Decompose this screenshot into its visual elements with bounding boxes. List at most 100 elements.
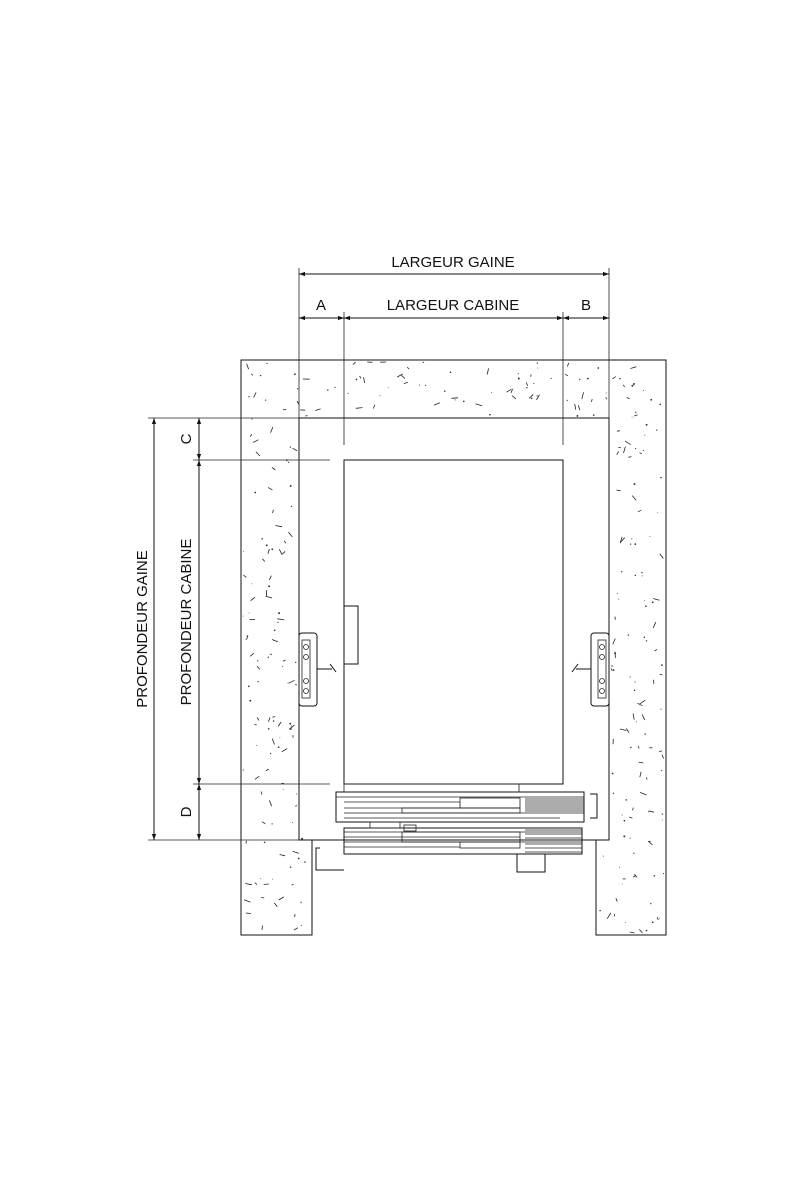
door-hatch: [525, 829, 582, 853]
concrete-speck: [277, 621, 279, 624]
concrete-speck: [245, 912, 252, 914]
concrete-speck: [379, 395, 381, 397]
concrete-speck: [645, 605, 647, 608]
concrete-speck: [564, 373, 569, 377]
concrete-speck: [637, 745, 640, 749]
concrete-speck: [334, 386, 336, 388]
concrete-speck: [242, 615, 244, 617]
rail-profile-left: [301, 639, 311, 699]
concrete-speck: [267, 727, 270, 730]
concrete-speck: [291, 884, 294, 886]
concrete-speck: [612, 669, 615, 671]
concrete-speck: [288, 679, 295, 684]
cabin-sill: [343, 783, 520, 793]
concrete-speck: [289, 866, 292, 868]
concrete-speck: [454, 399, 456, 401]
concrete-speck: [363, 377, 366, 384]
concrete-speck: [528, 394, 534, 399]
concrete-speck: [272, 509, 274, 514]
label-a: A: [316, 297, 326, 314]
concrete-speck: [525, 382, 529, 387]
concrete-speck: [263, 841, 266, 844]
concrete-speck: [352, 361, 356, 365]
concrete-speck: [631, 495, 637, 501]
rail-bolt-icon: [303, 644, 309, 650]
concrete-speck: [291, 725, 292, 727]
concrete-speck: [290, 728, 292, 730]
concrete-speck: [619, 377, 621, 380]
concrete-speck: [304, 861, 306, 863]
concrete-speck: [629, 676, 631, 678]
rail-bolt-icon: [303, 654, 309, 660]
concrete-speck: [626, 397, 630, 400]
concrete-speck: [645, 640, 648, 642]
concrete-speck: [278, 896, 285, 901]
cabin-outline: [343, 459, 564, 785]
concrete-speck: [659, 553, 664, 559]
concrete-speck: [637, 702, 643, 707]
concrete-speck: [615, 898, 618, 902]
concrete-speck: [249, 699, 252, 702]
concrete-speck: [632, 807, 634, 811]
concrete-speck: [602, 855, 604, 857]
concrete-speck: [359, 375, 362, 379]
concrete-speck: [289, 446, 292, 448]
concrete-speck: [517, 377, 520, 380]
concrete-speck: [246, 635, 249, 638]
concrete-speck: [643, 636, 646, 639]
concrete-speck: [629, 837, 631, 839]
concrete-speck: [271, 466, 276, 471]
concrete-speck: [511, 395, 517, 400]
concrete-speck: [627, 634, 630, 636]
concrete-speck: [282, 659, 286, 662]
concrete-speck: [660, 476, 662, 479]
door-stop: [590, 793, 598, 819]
concrete-speck: [639, 452, 642, 455]
concrete-speck: [624, 440, 631, 445]
concrete-speck: [654, 649, 658, 652]
label-cabin-width: LARGEUR CABINE: [387, 297, 520, 314]
concrete-speck: [661, 754, 664, 759]
concrete-speck: [267, 548, 270, 554]
guide-rail-left: [298, 632, 337, 707]
concrete-speck: [634, 543, 637, 545]
concrete-speck: [642, 389, 645, 391]
concrete-speck: [327, 389, 329, 391]
concrete-speck: [272, 720, 275, 722]
concrete-speck: [647, 840, 653, 846]
concrete-speck: [620, 728, 627, 731]
concrete-speck: [292, 850, 299, 854]
concrete-speck: [606, 912, 612, 919]
concrete-speck: [295, 684, 297, 686]
concrete-speck: [475, 403, 483, 407]
concrete-speck: [277, 721, 282, 727]
rail-bolt-icon: [303, 678, 309, 684]
concrete-speck: [287, 682, 289, 684]
concrete-speck: [611, 665, 613, 667]
concrete-speck: [266, 362, 268, 365]
concrete-speck: [262, 558, 266, 562]
concrete-speck: [251, 583, 253, 585]
concrete-speck: [419, 384, 420, 386]
concrete-speck: [290, 505, 293, 508]
concrete-speck: [650, 902, 652, 905]
concrete-speck: [659, 750, 663, 753]
concrete-speck: [300, 924, 302, 926]
concrete-speck: [597, 367, 600, 369]
concrete-speck: [491, 392, 493, 394]
concrete-speck: [271, 738, 275, 745]
concrete-speck: [626, 728, 630, 733]
concrete-speck: [396, 373, 403, 378]
concrete-speck: [656, 917, 659, 920]
extension-lines: [148, 268, 610, 841]
cabin-doors: [315, 791, 598, 873]
concrete-speck: [639, 792, 647, 796]
concrete-speck: [634, 574, 637, 577]
concrete-speck: [641, 714, 646, 721]
concrete-speck: [631, 416, 633, 418]
door-panel: [401, 807, 521, 814]
concrete-speck: [253, 392, 257, 398]
concrete-speck: [245, 637, 249, 641]
rail-guide-shoe: [571, 663, 579, 673]
